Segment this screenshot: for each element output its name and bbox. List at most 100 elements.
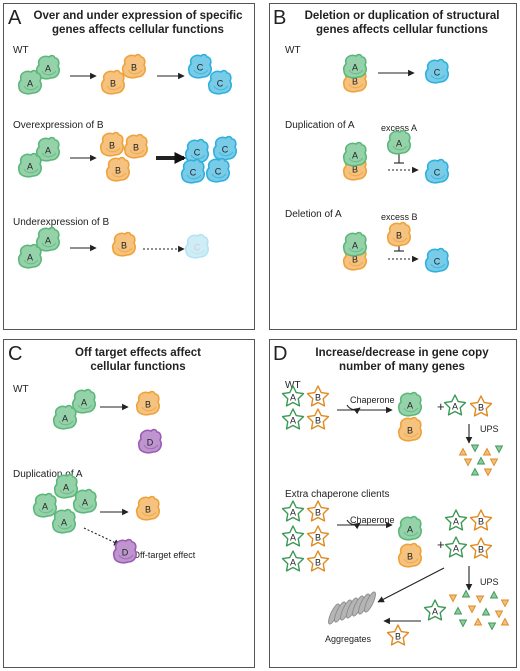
protein-c: C <box>184 138 209 164</box>
protein-b: B <box>105 156 130 182</box>
degradation-fragment <box>500 599 510 608</box>
protein-a: A <box>72 488 97 514</box>
protein-c: C <box>180 158 205 184</box>
degradation-fragment <box>487 622 497 631</box>
protein-label: A <box>352 241 358 251</box>
protein-label: B <box>315 533 321 543</box>
degradation-fragment <box>481 607 491 616</box>
panel-b <box>269 3 517 330</box>
degradation-fragment <box>489 458 499 467</box>
protein-label: A <box>27 79 33 89</box>
arrow <box>83 527 121 546</box>
protein-label: B <box>315 416 321 426</box>
degradation-fragment <box>467 605 477 614</box>
panel-d-extra-clients-label: Extra chaperone clients <box>285 489 390 500</box>
chaperone-client-star-a: A <box>281 525 305 547</box>
degradation-fragment <box>463 458 473 467</box>
protein-label: A <box>82 498 88 508</box>
panel-d-ups-label-1: UPS <box>480 424 499 434</box>
protein-label: A <box>63 483 69 493</box>
protein-b: B <box>99 131 124 157</box>
protein-d: D <box>112 538 137 564</box>
degradation-fragment <box>476 456 486 465</box>
panel-b-letter: B <box>273 7 287 29</box>
panel-b-excess-b-label: excess B <box>381 212 418 222</box>
protein-label: B <box>315 508 321 518</box>
protein-label: A <box>407 525 413 535</box>
protein-label: C <box>215 167 222 177</box>
chaperone-client-star-b: B <box>469 509 493 531</box>
protein-label: A <box>290 393 296 403</box>
panel-a-title-line1: Over and under expression of specific <box>33 10 243 22</box>
panel-b-duplication-label: Duplication of A <box>285 120 355 131</box>
degradation-fragment <box>489 590 499 599</box>
protein-label: B <box>131 63 137 73</box>
protein-a: A <box>51 508 76 534</box>
chaperone-client-star-b: B <box>306 525 330 547</box>
degradation-fragment <box>470 444 480 453</box>
chaperone-client-star-a: A <box>281 550 305 572</box>
panel-c-title: Off target effects affect cellular funct… <box>22 346 254 374</box>
panel-d-aggregates-label: Aggregates <box>325 634 372 644</box>
protein-label: A <box>62 414 68 424</box>
protein-c: C <box>187 53 212 79</box>
protein-label: C <box>434 68 441 78</box>
protein-label: A <box>432 607 438 617</box>
protein-label: B <box>407 552 413 562</box>
protein-label: A <box>61 518 67 528</box>
panel-d-letter: D <box>273 343 288 365</box>
chaperone-client-star-b: B <box>306 385 330 407</box>
protein-label: A <box>290 558 296 568</box>
protein-label: C <box>434 168 441 178</box>
protein-label: B <box>407 426 413 436</box>
protein-label: C <box>194 148 201 158</box>
protein-label: B <box>109 141 115 151</box>
protein-a: A <box>53 473 78 499</box>
protein-a: A <box>397 391 422 417</box>
protein-label: A <box>452 402 458 412</box>
panel-a-letter: A <box>8 7 22 29</box>
panel-a-title-line2: genes affects cellular functions <box>52 24 224 36</box>
protein-label: C <box>434 257 441 267</box>
protein-label: A <box>27 162 33 172</box>
protein-b: B <box>135 495 160 521</box>
panel-b-excess-a-label: excess A <box>381 123 418 133</box>
chaperone-arrow <box>346 404 361 415</box>
protein-a: A <box>17 69 42 95</box>
panel-d-title: Increase/decrease in gene copy number of… <box>288 346 516 374</box>
protein-label: B <box>110 79 116 89</box>
protein-label: B <box>352 255 358 265</box>
protein-label: C <box>222 145 229 155</box>
protein-label: A <box>352 151 358 161</box>
degradation-fragment <box>494 445 504 454</box>
protein-a: A <box>32 492 57 518</box>
protein-a: A <box>342 141 367 167</box>
protein-a: A <box>52 404 77 430</box>
panel-d-ups-label-2: UPS <box>480 577 499 587</box>
protein-label: D <box>122 548 129 558</box>
chaperone-client-star-b: B <box>386 624 410 646</box>
protein-label: A <box>81 398 87 408</box>
panel-d-plus-1: + <box>437 399 445 414</box>
protein-label: B <box>145 505 151 515</box>
protein-c: C <box>184 233 209 259</box>
panel-c-duplication-label: Duplication of A <box>13 469 83 480</box>
chaperone-client-star-a: A <box>444 509 468 531</box>
protein-a: A <box>386 129 411 155</box>
protein-a: A <box>342 231 367 257</box>
panel-d-chaperone-label-2: Chaperone <box>350 515 395 525</box>
protein-label: A <box>42 502 48 512</box>
aggregate-fiber <box>364 591 376 613</box>
panel-d-title-line1: Increase/decrease in gene copy <box>315 347 489 359</box>
panel-b-wt-label: WT <box>285 45 301 56</box>
protein-c: C <box>424 247 449 273</box>
protein-b: B <box>397 542 422 568</box>
chaperone-client-star-b: B <box>306 500 330 522</box>
protein-label: B <box>395 632 401 642</box>
protein-a: A <box>35 226 60 252</box>
panel-b-title-line1: Deletion or duplication of structural <box>304 10 500 22</box>
protein-label: C <box>217 79 224 89</box>
protein-a: A <box>17 243 42 269</box>
panel-d-chaperone-label-1: Chaperone <box>350 395 395 405</box>
